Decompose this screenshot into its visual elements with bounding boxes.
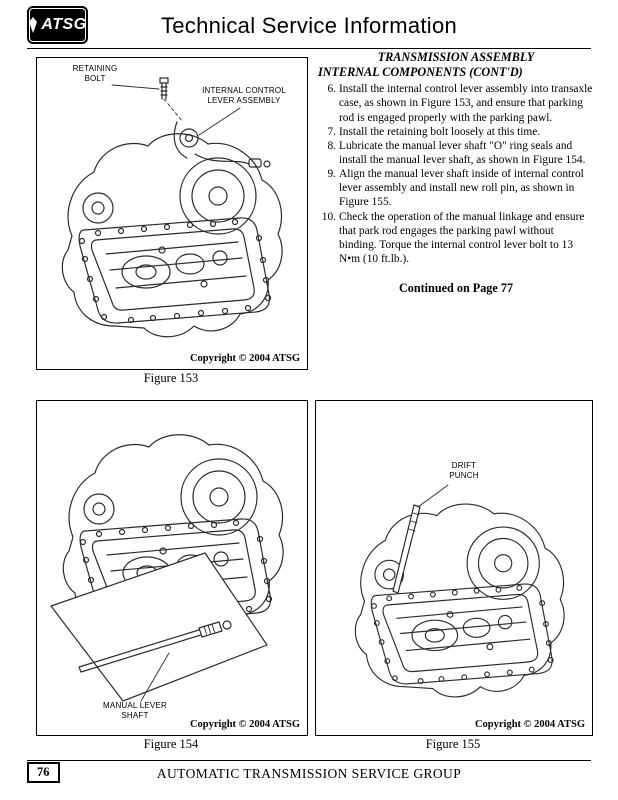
footer-divider	[27, 760, 591, 761]
step-8: 8. Lubricate the manual lever shaft "O" …	[318, 139, 594, 167]
page-number: 76	[27, 762, 60, 783]
step-number: 7.	[327, 125, 336, 138]
step-text: Check the operation of the manual linkag…	[339, 210, 585, 265]
step-10: 10. Check the operation of the manual li…	[318, 210, 594, 267]
instruction-steps: 6. Install the internal control lever as…	[318, 82, 594, 266]
figure-154-copyright: Copyright © 2004 ATSG	[189, 719, 300, 730]
atsg-logo: ATSG	[27, 6, 88, 44]
retaining-bolt-label: RETAINING BOLT	[72, 64, 118, 84]
step-number: 6.	[327, 83, 336, 96]
step-text: Install the retaining bolt loosely at th…	[339, 125, 541, 138]
figure-155-drawing	[354, 484, 565, 698]
figure-154-caption: Figure 154	[143, 737, 199, 751]
atsg-logo-emblem-icon	[29, 17, 38, 33]
figure-153-caption: Figure 153	[143, 371, 199, 385]
step-9: 9. Align the manual lever shaft inside o…	[318, 167, 594, 209]
page-title: Technical Service Information	[160, 13, 458, 38]
section-subtitle: INTERNAL COMPONENTS (CONT'D)	[318, 65, 523, 80]
step-number: 9.	[327, 168, 336, 181]
step-text: Install the internal control lever assem…	[339, 83, 593, 124]
instructions-column: TRANSMISSION ASSEMBLY INTERNAL COMPONENT…	[318, 50, 594, 296]
figure-154-drawing	[50, 434, 284, 702]
footer-text: AUTOMATIC TRANSMISSION SERVICE GROUP	[156, 766, 462, 781]
manual-lever-shaft-label: MANUAL LEVER SHAFT	[103, 701, 167, 721]
atsg-logo-text: ATSG	[41, 16, 87, 33]
step-number: 8.	[327, 139, 336, 152]
drift-punch-label: DRIFT PUNCH	[449, 461, 479, 481]
internal-control-lever-assembly-label: INTERNAL CONTROL LEVER ASSEMBLY	[202, 86, 286, 106]
step-number: 10.	[321, 210, 336, 223]
figure-153-drawing	[61, 77, 283, 338]
figure-153-copyright: Copyright © 2004 ATSG	[189, 353, 300, 364]
header-divider	[27, 48, 591, 49]
figure-155-copyright: Copyright © 2004 ATSG	[474, 719, 585, 730]
step-7: 7. Install the retaining bolt loosely at…	[318, 125, 594, 139]
figure-153-box: RETAINING BOLT INTERNAL CONTROL LEVER AS…	[36, 57, 308, 370]
step-text: Align the manual lever shaft inside of i…	[339, 168, 584, 209]
figure-155-box: DRIFT PUNCH Copyright © 2004 ATSG	[315, 400, 593, 736]
figure-155-caption: Figure 155	[425, 737, 481, 751]
continued-note: Continued on Page 77	[398, 281, 514, 296]
step-text: Lubricate the manual lever shaft "O" rin…	[339, 139, 586, 166]
section-title: TRANSMISSION ASSEMBLY	[377, 50, 535, 64]
figure-154-box: MANUAL LEVER SHAFT Copyright © 2004 ATSG	[36, 400, 308, 736]
step-6: 6. Install the internal control lever as…	[318, 82, 594, 124]
